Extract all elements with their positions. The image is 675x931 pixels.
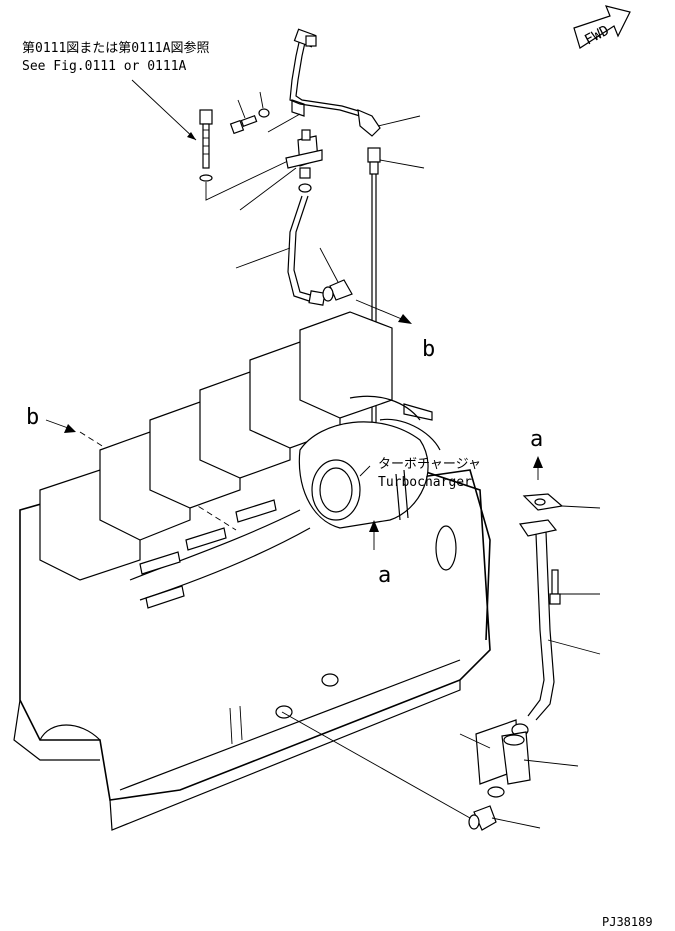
upper-oil-tube: [289, 28, 381, 137]
joint-leader-1: [267, 113, 301, 133]
turbocharger: [298, 395, 441, 529]
reference-arrowhead: [187, 132, 196, 140]
rocker-covers: [39, 311, 393, 581]
b-label-left: b: [26, 405, 39, 430]
b-arrow-upper-line: [355, 299, 405, 321]
reference-note-japanese: 第0111図または第0111A図参照: [22, 40, 209, 56]
right-bolt: [549, 569, 561, 605]
turbocharger-label-english: Turbocharger: [378, 475, 472, 490]
b-arrow-left-head: [64, 424, 76, 433]
long-drain-tube: [367, 147, 381, 460]
b-arrow-upper-head: [398, 314, 412, 324]
washer-leader: [259, 91, 264, 109]
drawing-number: PJ38189: [602, 915, 653, 929]
connector-leader: [379, 159, 425, 169]
hose-leader-2: [523, 759, 579, 767]
gasket: [522, 493, 564, 511]
elbow-bottom-leader: [491, 817, 541, 829]
elbow-fitting: [322, 279, 353, 302]
intake-stubs: [139, 403, 433, 609]
a-arrow-center-head: [369, 520, 379, 532]
bolt-leader: [205, 159, 291, 201]
elbow-bottom: [468, 805, 497, 831]
hollow-bolt: [199, 109, 213, 182]
b-label-upper: b: [422, 337, 435, 362]
gasket-leader: [561, 505, 601, 509]
fwd-arrow-icon: FWD: [573, 5, 631, 49]
a-arrow-right-head: [533, 456, 543, 468]
small-bolt: [229, 108, 270, 135]
drain-tube-right: [518, 519, 558, 721]
turbo-leader: [359, 465, 371, 477]
reference-note-english: See Fig.0111 or 0111A: [22, 59, 187, 74]
block-to-elbow-leader: [281, 711, 471, 819]
joint-leader-2: [239, 167, 297, 211]
engine-block: [13, 311, 491, 831]
fwd-label: FWD: [582, 23, 612, 49]
hose: [475, 719, 531, 798]
turbocharger-label-japanese: ターボチャージャ: [378, 457, 481, 472]
joint-block: [285, 129, 323, 193]
small-bolt-leader: [237, 99, 246, 119]
elbow-leader: [319, 247, 339, 283]
small-tube-leader: [235, 247, 291, 269]
a-label-right: a: [530, 427, 543, 452]
reference-leader: [131, 79, 197, 141]
a-label-center: a: [378, 563, 391, 588]
lower-small-tube: [287, 195, 326, 306]
drain-tube-leader: [547, 639, 601, 655]
hose-leader-1: [459, 733, 491, 749]
upper-tube-leader: [377, 115, 421, 127]
b-arrow-left-line: [45, 419, 69, 429]
